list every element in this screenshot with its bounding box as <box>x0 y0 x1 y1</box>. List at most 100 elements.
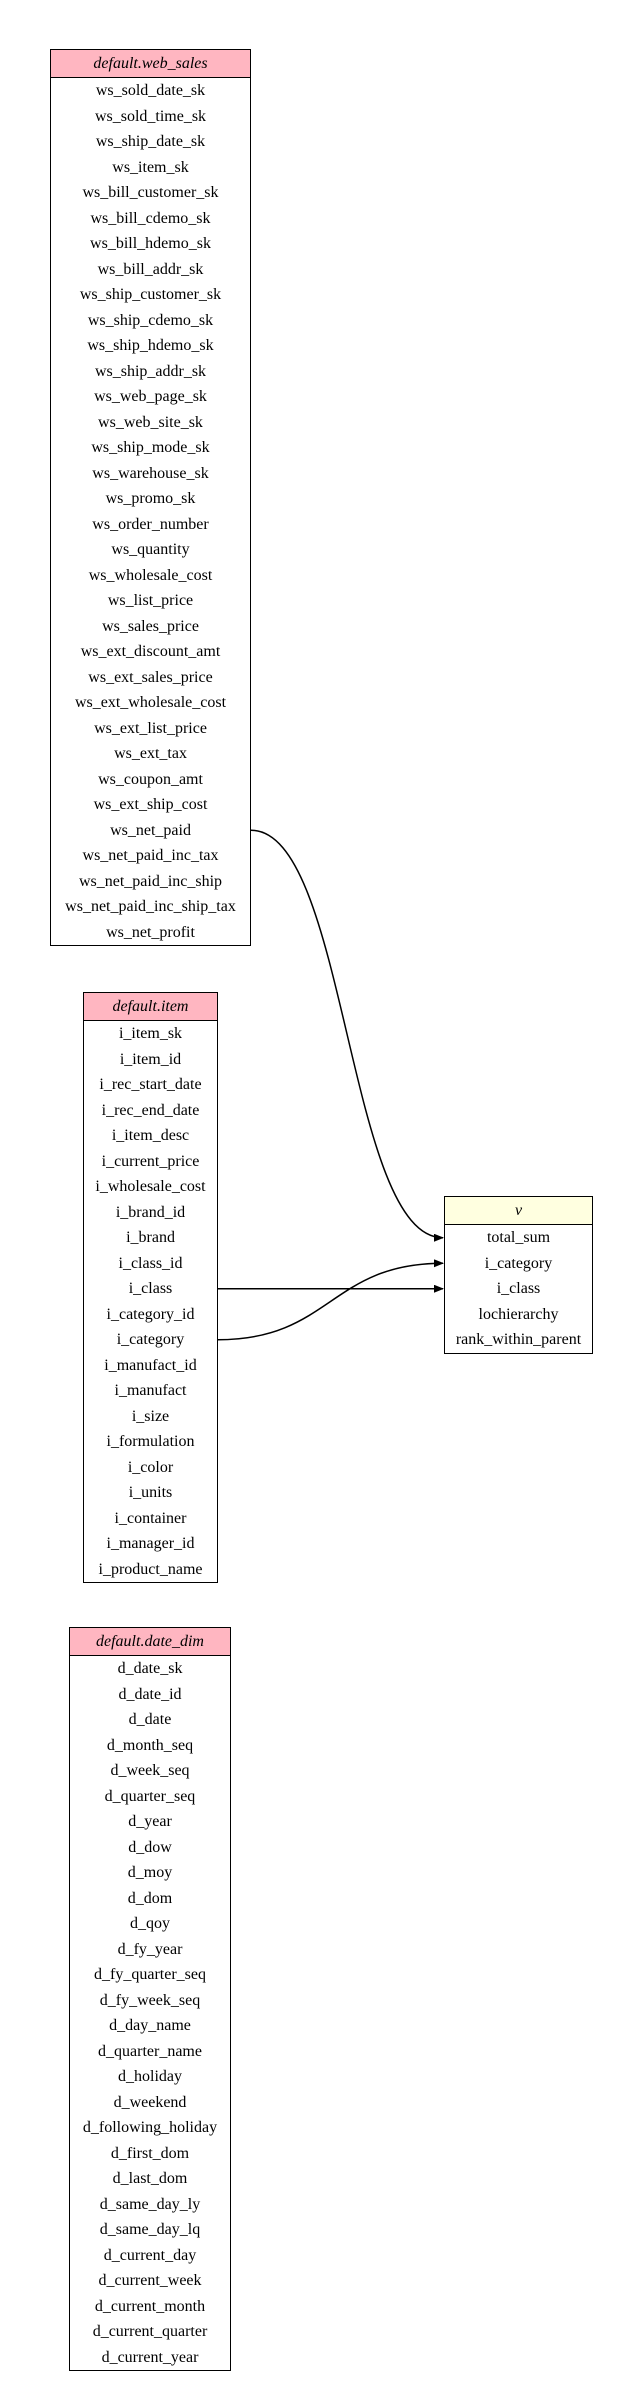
column-row: ws_ext_discount_amt <box>80 643 221 660</box>
column-row: d_holiday <box>118 2068 182 2085</box>
column-row: ws_ext_ship_cost <box>93 796 208 813</box>
column-row: i_rec_start_date <box>99 1076 202 1093</box>
column-row: d_same_day_lq <box>99 2221 201 2238</box>
column-row: d_fy_year <box>117 1940 183 1958</box>
column-row: i_formulation <box>106 1433 195 1450</box>
column-row: d_current_week <box>98 2272 202 2289</box>
column-row: ws_bill_addr_sk <box>97 260 204 278</box>
column-row: i_class_id <box>118 1254 183 1272</box>
column-row: ws_ext_wholesale_cost <box>74 694 227 711</box>
column-row: rank_within_parent <box>455 1331 582 1348</box>
column-row: d_quarter_name <box>98 2042 202 2060</box>
column-row: ws_net_paid_inc_tax <box>82 847 219 864</box>
column-row: d_following_holiday <box>82 2119 218 2136</box>
column-row: i_category_id <box>106 1305 195 1323</box>
column-row: i_category <box>484 1254 553 1272</box>
table-web-sales: default.web_sales ws_sold_date_sk ws_sold… <box>50 49 251 946</box>
column-row: d_month_seq <box>106 1736 194 1754</box>
column-row: ws_ship_mode_sk <box>91 439 210 456</box>
column-row: i_item_sk <box>118 1025 183 1042</box>
table-title: v <box>445 1197 592 1225</box>
column-row: d_weekend <box>113 2093 187 2111</box>
column-row: ws_ship_date_sk <box>95 133 206 150</box>
column-row: d_week_seq <box>110 1762 190 1779</box>
table-title: default.date_dim <box>70 1628 230 1656</box>
column-row: ws_coupon_amt <box>98 770 203 788</box>
column-row: i_class <box>128 1280 173 1297</box>
column-row: i_manufact_id <box>104 1356 197 1374</box>
table-date-dim: default.date_dim d_date_sk d_date_id d_dat… <box>69 1627 231 2371</box>
column-row: i_wholesale_cost <box>95 1178 206 1195</box>
column-row: ws_web_site_sk <box>98 413 203 431</box>
table-item: default.item i_item_sk i_item_id i_rec_sta… <box>83 992 218 1583</box>
column-row: ws_bill_cdemo_sk <box>90 209 211 227</box>
column-row: d_current_year <box>101 2348 199 2366</box>
column-row: d_current_quarter <box>92 2323 208 2340</box>
column-row: d_date_sk <box>117 1660 183 1677</box>
column-row: d_date <box>128 1711 172 1728</box>
column-row: d_dow <box>128 1838 172 1856</box>
column-row: i_brand_id <box>115 1203 186 1221</box>
column-row: i_item_id <box>119 1050 182 1068</box>
column-row: ws_promo_sk <box>105 490 196 507</box>
column-row: d_same_day_ly <box>99 2195 201 2213</box>
table-v: v total_sum i_category i_class lochierarchy… <box>444 1196 593 1354</box>
column-row: i_manufact <box>114 1382 187 1399</box>
column-row: ws_sold_date_sk <box>95 82 206 99</box>
column-row: ws_sales_price <box>102 617 199 635</box>
column-row: d_year <box>128 1813 172 1830</box>
column-row: lochierarchy <box>478 1305 559 1323</box>
column-row: d_dom <box>127 1889 173 1907</box>
column-row: ws_order_number <box>92 515 209 533</box>
column-row: i_manager_id <box>106 1535 195 1552</box>
column-row: i_brand <box>126 1229 175 1246</box>
column-row: d_fy_week_seq <box>99 1991 201 2009</box>
column-row: i_item_desc <box>111 1127 190 1144</box>
table-title: default.item <box>84 993 217 1021</box>
column-row: d_fy_quarter_seq <box>94 1966 206 1983</box>
column-row: d_moy <box>127 1864 173 1881</box>
column-row: d_last_dom <box>112 2170 188 2187</box>
column-row: ws_warehouse_sk <box>92 464 209 482</box>
column-row: i_category <box>116 1331 185 1348</box>
column-row: ws_ext_sales_price <box>88 668 213 686</box>
column-row: ws_ext_tax <box>114 745 187 762</box>
column-row: ws_ship_cdemo_sk <box>87 311 214 329</box>
column-row: ws_net_paid_inc_ship_tax <box>65 898 236 915</box>
column-row: ws_item_sk <box>112 158 189 176</box>
column-row: d_current_day <box>103 2246 197 2264</box>
column-row: d_qoy <box>130 1915 170 1932</box>
column-row: d_current_month <box>94 2297 206 2315</box>
column-row: ws_list_price <box>107 592 194 609</box>
column-row: ws_bill_hdemo_sk <box>90 235 211 252</box>
column-row: total_sum <box>486 1229 551 1246</box>
column-row: ws_ship_hdemo_sk <box>87 337 214 354</box>
column-row: ws_wholesale_cost <box>88 566 213 584</box>
column-row: ws_ship_customer_sk <box>79 286 222 303</box>
column-row: i_color <box>127 1458 174 1476</box>
edge-i_category-to-i_category <box>217 1259 444 1341</box>
column-row: i_size <box>131 1407 170 1425</box>
column-row: d_quarter_seq <box>104 1787 196 1805</box>
column-row: ws_ext_list_price <box>94 719 207 737</box>
column-row: i_rec_end_date <box>101 1101 200 1119</box>
column-row: ws_web_page_sk <box>94 388 207 405</box>
column-row: d_day_name <box>109 2017 191 2034</box>
column-row: d_first_dom <box>110 2144 190 2162</box>
table-title: default.web_sales <box>51 50 250 78</box>
column-row: ws_bill_customer_sk <box>82 184 219 201</box>
edge-ws_net_paid-to-total_sum <box>250 829 444 1242</box>
column-row: i_container <box>114 1509 187 1527</box>
column-row: ws_net_paid_inc_ship <box>78 872 223 890</box>
column-row: d_date_id <box>118 1685 182 1703</box>
column-row: ws_quantity <box>111 541 190 558</box>
column-row: ws_net_paid <box>110 821 191 839</box>
column-row: ws_sold_time_sk <box>94 107 207 125</box>
column-row: ws_net_profit <box>106 923 195 941</box>
column-row: i_units <box>128 1484 173 1501</box>
column-row: i_product_name <box>98 1560 203 1578</box>
column-row: ws_ship_addr_sk <box>94 362 207 380</box>
column-row: i_class <box>496 1280 541 1297</box>
column-row: i_current_price <box>101 1152 200 1170</box>
